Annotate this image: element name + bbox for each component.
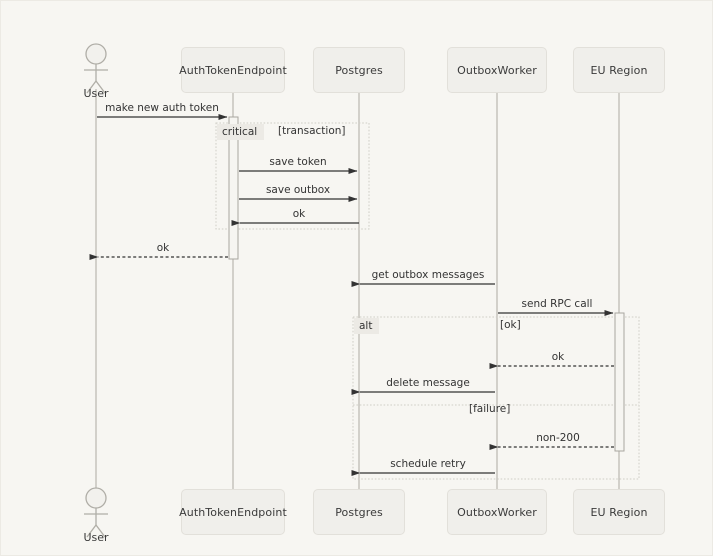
alt-fragment-outline	[352, 316, 640, 480]
message-label-non-200: non-200	[536, 432, 580, 444]
message-label-save-outbox: save outbox	[265, 184, 331, 196]
participant-box-top-postgres[interactable]: Postgres	[313, 47, 405, 93]
participant-label: AuthTokenEndpoint	[179, 505, 287, 519]
participant-label: EU Region	[590, 505, 648, 519]
participant-label: OutboxWorker	[457, 63, 537, 77]
message-label-get-outbox-messages: get outbox messages	[371, 269, 485, 281]
fragment-condition-label: [transaction]	[278, 125, 346, 137]
activation-bars	[228, 116, 625, 452]
message-label-ok-euregion: ok	[551, 351, 565, 363]
participant-box-bottom-authtokenendpoint[interactable]: AuthTokenEndpoint	[179, 489, 287, 535]
actor-name: User	[83, 531, 109, 544]
actor-label-bottom-user: User	[66, 531, 126, 544]
critical-fragment-tab: critical	[217, 124, 265, 140]
critical-fragment-condition-transaction: [transaction]	[278, 125, 346, 137]
participant-label: OutboxWorker	[457, 505, 537, 519]
alt-fragment-condition-failure: [failure]	[469, 403, 510, 415]
actor-user-bottom-glyph	[84, 487, 108, 538]
actor-name: User	[83, 87, 109, 100]
message-label-save-token: save token	[269, 156, 327, 168]
actor-user-top-glyph	[84, 43, 108, 94]
activation-authtokenendpoint	[228, 116, 239, 260]
participant-box-bottom-euregion[interactable]: EU Region	[573, 489, 665, 535]
fragment-operator-label: alt	[359, 320, 373, 332]
participant-box-top-euregion[interactable]: EU Region	[573, 47, 665, 93]
participant-label: Postgres	[335, 63, 383, 77]
alt-fragment-condition-ok: [ok]	[500, 319, 521, 331]
participant-box-top-outboxworker[interactable]: OutboxWorker	[447, 47, 547, 93]
message-label-delete-message: delete message	[386, 377, 470, 389]
participant-box-top-authtokenendpoint[interactable]: AuthTokenEndpoint	[179, 47, 287, 93]
fragment-condition-label: [failure]	[469, 403, 511, 415]
participant-label: EU Region	[590, 63, 648, 77]
participant-box-bottom-postgres[interactable]: Postgres	[313, 489, 405, 535]
participant-label: Postgres	[335, 505, 383, 519]
message-label-make-new-auth-token: make new auth token	[105, 102, 219, 114]
message-label-ok-user: ok	[156, 242, 170, 254]
alt-fragment-tab: alt	[354, 318, 380, 334]
fragment-operator-label: critical	[222, 126, 258, 138]
message-arrows	[89, 113, 614, 477]
activation-euregion	[614, 312, 625, 452]
message-label-ok-postgres: ok	[292, 208, 306, 220]
message-label-schedule-retry: schedule retry	[390, 458, 466, 470]
actor-label-top-user: User	[66, 87, 126, 100]
fragment-condition-label: [ok]	[500, 319, 521, 331]
participant-box-bottom-outboxworker[interactable]: OutboxWorker	[447, 489, 547, 535]
participant-label: AuthTokenEndpoint	[179, 63, 287, 77]
message-label-send-rpc-call: send RPC call	[521, 298, 593, 310]
